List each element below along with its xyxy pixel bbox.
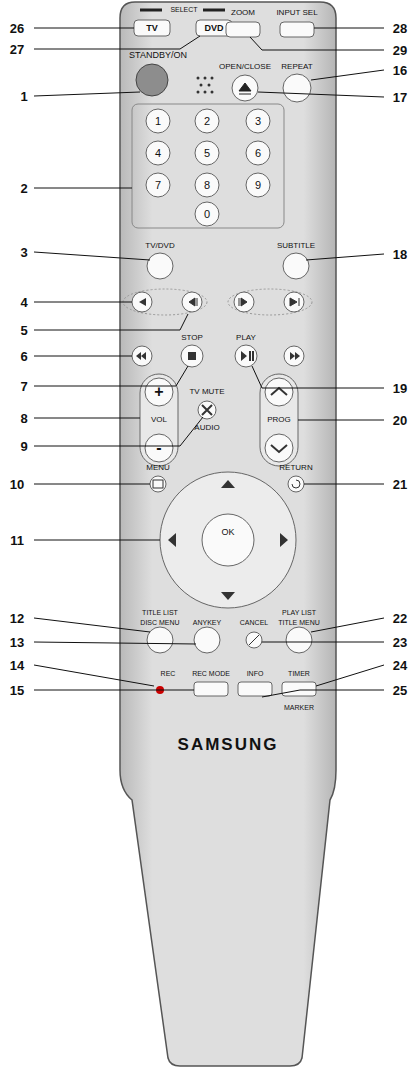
button-label: DVD — [204, 24, 223, 33]
button-label: ZOOM — [231, 9, 255, 17]
button-label: MENU — [146, 464, 170, 472]
button-label: DISC MENU — [140, 619, 179, 626]
callout-number: 19 — [393, 382, 407, 395]
button-label: TITLE MENU — [278, 619, 320, 626]
button-label: STOP — [181, 334, 203, 342]
callout-number: 13 — [10, 636, 24, 649]
button-label: 7 — [155, 180, 161, 191]
callout-number: 9 — [20, 440, 27, 453]
button-label: AUDIO — [194, 424, 219, 432]
callout-number: 6 — [20, 350, 27, 363]
button-label: REC — [161, 670, 176, 677]
callout-number: 10 — [10, 478, 24, 491]
button-label: PLAY — [236, 334, 256, 342]
button-label: 2 — [204, 116, 210, 127]
callout-number: 17 — [393, 91, 407, 104]
button-label: OPEN/CLOSE — [219, 63, 271, 71]
button-label: PLAY LIST — [282, 609, 316, 616]
button-label: REC MODE — [192, 670, 230, 677]
button-label: TV MUTE — [189, 388, 224, 396]
callout-number: 22 — [393, 612, 407, 625]
callout-number: 18 — [393, 248, 407, 261]
button-label: VOL — [151, 416, 167, 424]
button-label: 3 — [255, 116, 261, 127]
callout-number: 23 — [393, 636, 407, 649]
button-label: RETURN — [279, 464, 312, 472]
button-label: 4 — [155, 148, 161, 159]
button-label: ANYKEY — [193, 619, 221, 626]
callout-number: 2 — [20, 182, 27, 195]
callout-number: 8 — [20, 412, 27, 425]
button-label: OK — [221, 528, 234, 537]
button-label: 9 — [255, 180, 261, 191]
button-label: TIMER — [288, 670, 310, 677]
callout-number: 5 — [20, 324, 27, 337]
callout-number: 11 — [10, 534, 24, 547]
callout-number: 21 — [393, 478, 407, 491]
button-label: TV/DVD — [145, 242, 174, 250]
callout-number: 7 — [20, 380, 27, 393]
callout-number: 12 — [10, 612, 24, 625]
button-label: - — [156, 440, 161, 456]
callout-number: 27 — [10, 43, 24, 56]
button-label: INPUT SEL — [276, 9, 317, 17]
callout-number: 26 — [10, 22, 24, 35]
callout-number: 15 — [10, 684, 24, 697]
button-label: TV — [146, 24, 158, 33]
button-label: INFO — [247, 670, 264, 677]
button-label: 6 — [255, 148, 261, 159]
button-label: MARKER — [284, 704, 314, 711]
button-label: 0 — [204, 209, 210, 220]
button-label: STANDBY/ON — [129, 51, 187, 60]
button-label: REPEAT — [281, 63, 312, 71]
callout-number: 28 — [393, 22, 407, 35]
callout-number: 14 — [10, 659, 24, 672]
callout-number: 1 — [20, 90, 27, 103]
button-label: SELECT — [170, 6, 197, 13]
button-label: + — [154, 384, 163, 400]
callout-number: 3 — [20, 246, 27, 259]
callout-number: 4 — [20, 296, 27, 309]
button-label: 8 — [204, 180, 210, 191]
callout-number: 25 — [393, 684, 407, 697]
callout-number: 24 — [393, 659, 407, 672]
brand-logo: SAMSUNG — [178, 736, 279, 753]
callout-number: 16 — [393, 64, 407, 77]
button-label: 5 — [204, 148, 210, 159]
button-label: 1 — [155, 116, 161, 127]
button-label: TITLE LIST — [142, 609, 178, 616]
button-label: SUBTITLE — [277, 242, 315, 250]
button-label: CANCEL — [240, 619, 268, 626]
callout-number: 20 — [393, 414, 407, 427]
button-label: PROG — [267, 416, 291, 424]
callout-number: 29 — [393, 44, 407, 57]
